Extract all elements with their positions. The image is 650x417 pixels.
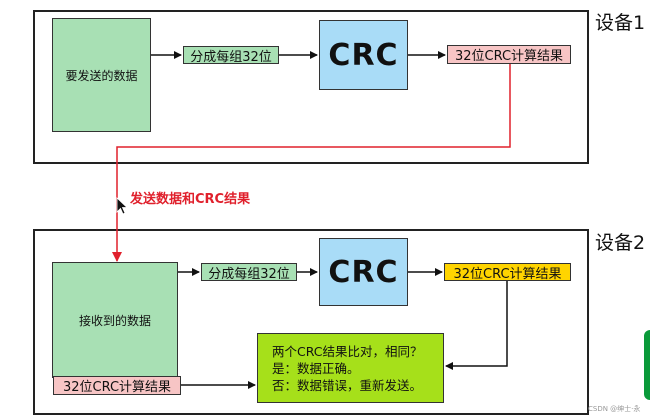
device2-split-box: 分成每组32位 bbox=[201, 263, 297, 282]
compare-line-1: 两个CRC结果比对，相同？ bbox=[272, 344, 423, 359]
transfer-path bbox=[112, 63, 511, 262]
compare-line-3: 否：数据错误，重新发送。 bbox=[272, 378, 423, 393]
compare-line-2: 是：数据正确。 bbox=[272, 361, 360, 376]
compare-box: 两个CRC结果比对，相同？ 是：数据正确。 否：数据错误，重新发送。 bbox=[257, 333, 444, 403]
device1-label: 设备1 bbox=[595, 12, 646, 34]
device1-data-box: 要发送的数据 bbox=[52, 18, 151, 132]
edge-bar bbox=[644, 330, 650, 400]
arrow-result-to-compare bbox=[445, 281, 508, 370]
device2-result-box: 32位CRC计算结果 bbox=[444, 263, 571, 282]
device2-label: 设备2 bbox=[595, 232, 646, 254]
device1-result-box: 32位CRC计算结果 bbox=[447, 45, 571, 64]
device2-received-crc-box: 32位CRC计算结果 bbox=[53, 376, 181, 395]
device2-data-box: 接收到的数据 bbox=[52, 262, 178, 378]
transfer-label: 发送数据和CRC结果 bbox=[130, 192, 251, 207]
device1-split-box: 分成每组32位 bbox=[183, 46, 279, 65]
watermark: CSDN @绅士·永 bbox=[588, 405, 641, 413]
device2-crc-box: CRC bbox=[319, 238, 408, 306]
device1-crc-box: CRC bbox=[319, 20, 408, 90]
mouse-cursor-icon bbox=[116, 197, 128, 215]
